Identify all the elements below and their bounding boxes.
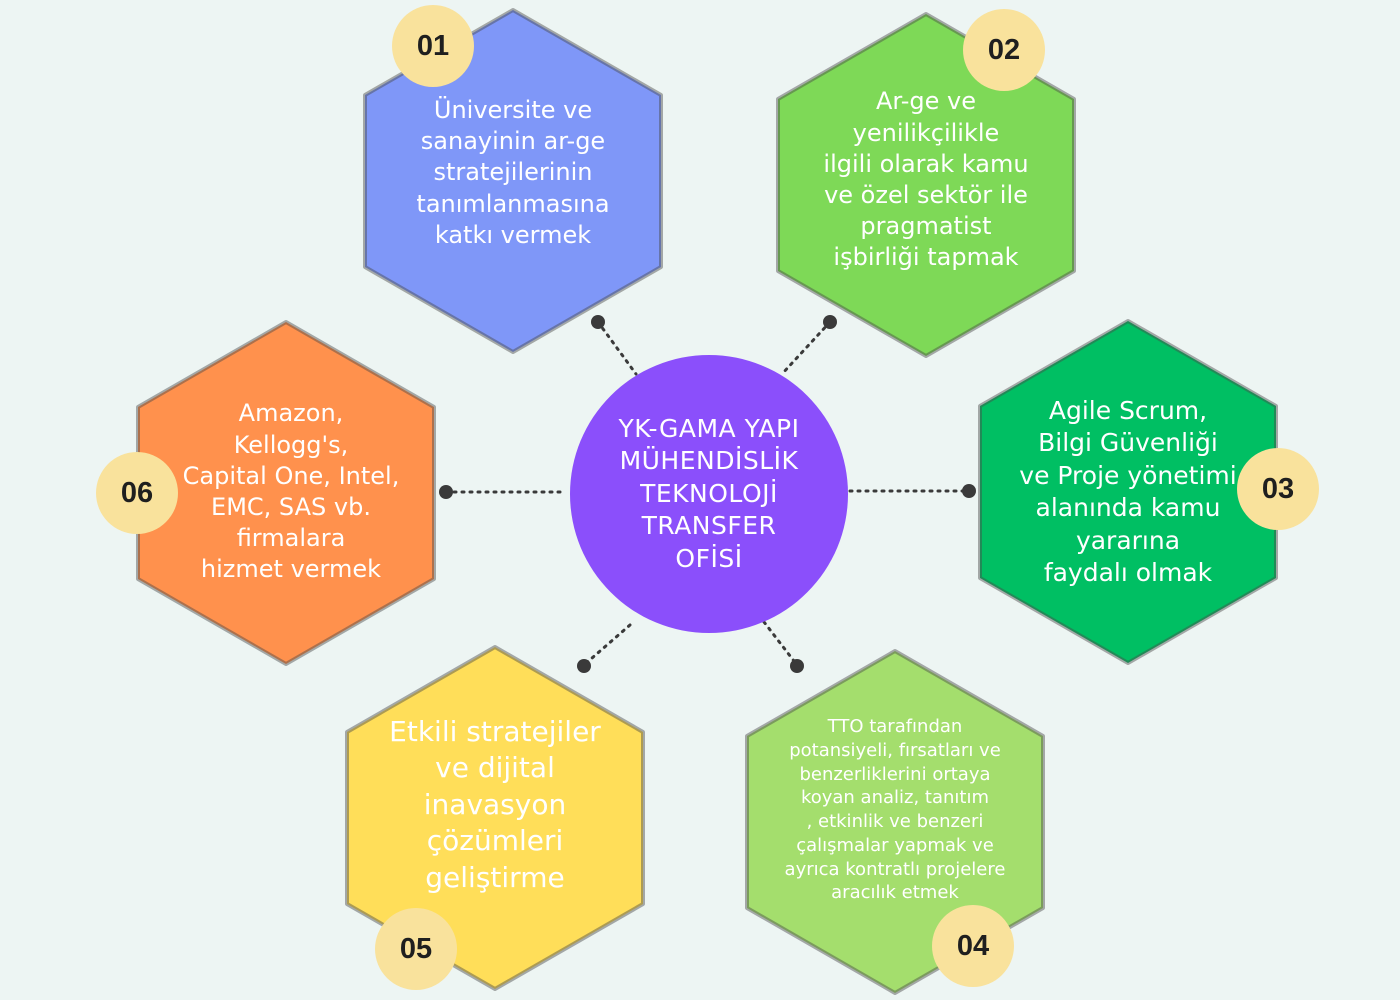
connector-05 [582,623,632,667]
hexagon-text: Agile Scrum, Bilgi Güvenliği ve Proje yö… [1019,395,1237,588]
connector-dot-05 [577,659,591,673]
badge-03: 03 [1237,448,1319,530]
connector-dot-03 [962,484,976,498]
hexagon-shape [363,8,663,354]
connector-01 [596,320,638,376]
hexagon-05: Etkili stratejiler ve dijital inavasyon … [345,645,645,991]
badge-04: 04 [932,905,1014,987]
hexagon-shape [978,319,1278,665]
hexagon-shape [776,12,1076,358]
connector-02 [780,320,832,376]
badge-02: 02 [963,9,1045,91]
hexagon-01: Üniversite ve sanayinin ar-ge stratejile… [363,8,663,354]
hexagon-shape [345,645,645,991]
hexagon-text: Üniversite ve sanayinin ar-ge stratejile… [416,96,610,249]
center-circle: YK-GAMA YAPI MÜHENDİSLİK TEKNOLOJİ TRANS… [570,355,848,633]
hexagon-text: Amazon, Kellogg's, Capital One, Intel, E… [182,399,400,584]
connector-dot-02 [823,315,837,329]
connector-dot-01 [591,315,605,329]
connector-dot-04 [790,659,804,673]
hexagon-shape [136,320,436,666]
hexagon-03: Agile Scrum, Bilgi Güvenliği ve Proje yö… [978,319,1278,665]
hexagon-text: Etkili stratejiler ve dijital inavasyon … [389,715,601,894]
connector-dot-06 [439,485,453,499]
hexagon-text: TTO tarafından potansiyeli, fırsatları v… [784,716,1006,904]
hexagon-06: Amazon, Kellogg's, Capital One, Intel, E… [136,320,436,666]
hexagon-text: Ar-ge ve yenilikçilikle ilgili olarak ka… [823,87,1029,272]
badge-06: 06 [96,452,178,534]
badge-05: 05 [375,908,457,990]
hexagon-02: Ar-ge ve yenilikçilikle ilgili olarak ka… [776,12,1076,358]
badge-01: 01 [392,5,474,87]
center-title: YK-GAMA YAPI MÜHENDİSLİK TEKNOLOJİ TRANS… [618,413,800,573]
connector-04 [762,620,799,667]
